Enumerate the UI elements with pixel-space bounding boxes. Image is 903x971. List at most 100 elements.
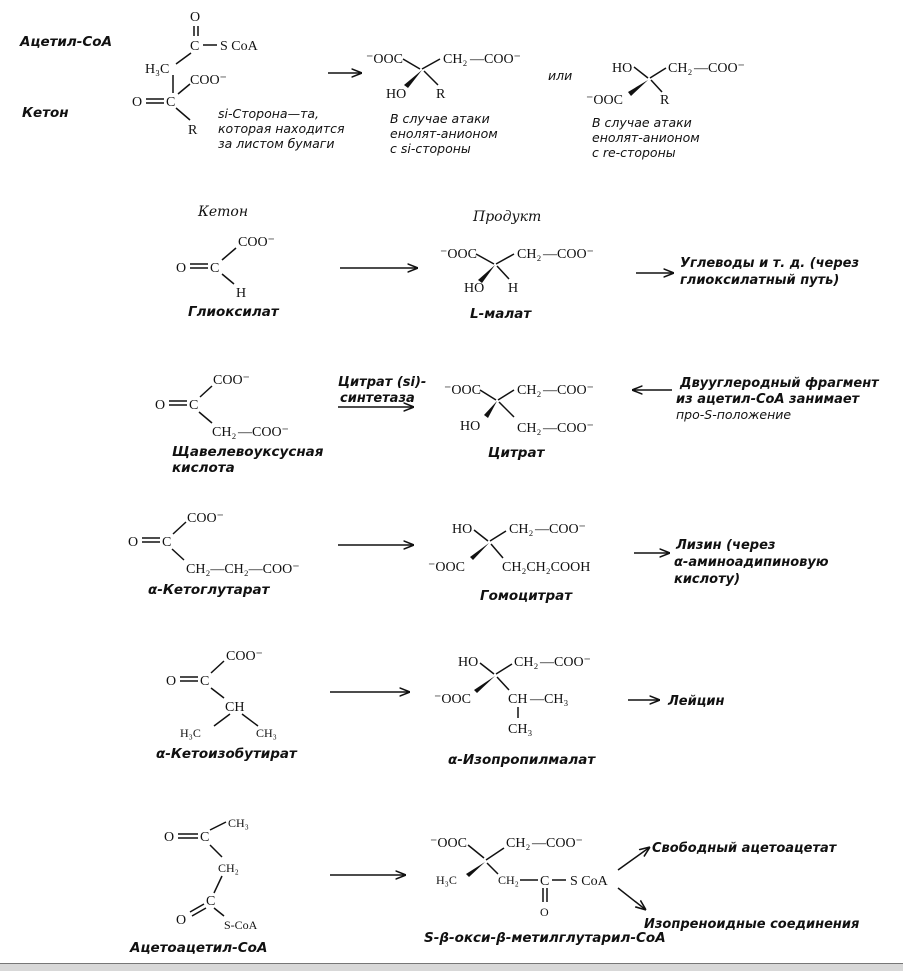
svg-text:HO: HO (452, 522, 472, 537)
alpha-ketoglutarate-structure: COO⁻ O C CH₂—CH₂—COO⁻ (128, 511, 300, 577)
acetyl-coa-label: Ацетил-CoA (19, 34, 112, 50)
citrate-name: Цитрат (488, 445, 546, 461)
svg-text:CH₂: CH₂ (509, 522, 533, 537)
svg-text:H: H (236, 286, 246, 301)
isoprenoid-outcome: Изопреноидные соединения (644, 917, 859, 932)
svg-text:—COO⁻: —COO⁻ (531, 836, 583, 851)
svg-text:CH₂: CH₂ (517, 421, 541, 436)
lysine-outcome: Лизин (через α-аминоадипиновую кислоту) (674, 538, 829, 587)
outcome-arrow-up (617, 847, 650, 871)
svg-text:H₃C: H₃C (436, 873, 457, 887)
svg-text:CH₂: CH₂ (443, 52, 467, 67)
alpha-ketoisobutyrate-structure: COO⁻ O C CH H₃C CH₃ (166, 649, 277, 740)
svg-text:Щавелевоуксусная: Щавелевоуксусная (172, 444, 324, 460)
alpha-isopropylmalate-structure: HO CH₂ —COO⁻ ⁻OOC CH —CH₃ CH₃ (434, 655, 591, 737)
svg-text:В случае атаки: В случае атаки (592, 115, 692, 130)
svg-text:⁻OOC: ⁻OOC (366, 52, 403, 67)
or-label: или (548, 68, 572, 83)
free-acetoacetate-outcome: Свободный ацетоацетат (652, 841, 838, 856)
svg-text:O: O (176, 913, 186, 928)
svg-text:CH₃: CH₃ (508, 722, 532, 737)
ketone-column-header: Кетон (197, 204, 248, 220)
svg-text:Двууглеродный фрагмент: Двууглеродный фрагмент (679, 376, 880, 391)
svg-text:HO: HO (460, 419, 480, 434)
re-attack-note: В случае атаки енолят-анионом с re-сторо… (592, 115, 700, 160)
svg-text:из ацетил-CoA занимает: из ацетил-CoA занимает (676, 392, 861, 407)
svg-text:—COO⁻: —COO⁻ (693, 61, 745, 76)
svg-text:S CoA: S CoA (570, 874, 609, 889)
svg-text:⁻OOC: ⁻OOC (434, 692, 471, 707)
row-ketoglutarate: COO⁻ O C CH₂—CH₂—COO⁻ α-Кетоглутарат HO … (128, 511, 829, 604)
svg-text:енолят-анионом: енолят-анионом (592, 130, 700, 145)
svg-text:CH: CH (225, 700, 244, 715)
two-carbon-fragment-note: Двууглеродный фрагмент из ацетил-CoA зан… (676, 376, 880, 422)
row-oxaloacetate: COO⁻ O C CH₂ —COO⁻ Щавелевоуксусная кисл… (155, 373, 880, 476)
svg-text:CH₂: CH₂ (218, 861, 239, 875)
product-column-header: Продукт (472, 209, 541, 225)
page-edge (0, 963, 903, 971)
svg-text:которая находится: которая находится (218, 121, 345, 136)
svg-text:—COO⁻: —COO⁻ (539, 655, 591, 670)
svg-text:C: C (206, 894, 215, 909)
outcome-arrow-down (617, 887, 646, 910)
svg-text:CH₃: CH₃ (228, 816, 249, 830)
svg-text:—COO⁻: —COO⁻ (542, 383, 594, 398)
si-attack-note: В случае атаки енолят-анионом с si-сторо… (390, 111, 498, 156)
homocitrate-name: Гомоцитрат (480, 588, 573, 604)
hmg-coa-structure: ⁻OOC CH₂ —COO⁻ H₃C CH₂ C S CoA O (430, 836, 609, 919)
svg-text:—COO⁻: —COO⁻ (237, 425, 289, 440)
citrate-structure: ⁻OOC CH₂ —COO⁻ HO CH₂ —COO⁻ (444, 383, 594, 436)
acetoacetyl-coa-structure: CH₃ O C CH₂ C O S-CoA (164, 816, 258, 932)
svg-text:O: O (190, 10, 200, 25)
svg-text:В случае атаки: В случае атаки (390, 111, 490, 126)
svg-text:—COO⁻: —COO⁻ (542, 247, 594, 262)
svg-text:O: O (540, 905, 549, 919)
glyoxylate-structure: COO⁻ O C H (176, 235, 275, 301)
svg-text:про-S-положение: про-S-положение (676, 407, 791, 422)
acetoacetyl-coa-name: Ацетоацетил-CoA (129, 940, 267, 956)
svg-text:C: C (166, 95, 175, 110)
svg-text:CH₂—CH₂—COO⁻: CH₂—CH₂—COO⁻ (186, 562, 300, 577)
si-attack-product: ⁻OOC CH₂ —COO⁻ HO R (366, 52, 521, 102)
svg-text:за листом бумаги: за листом бумаги (218, 136, 335, 151)
svg-text:⁻OOC: ⁻OOC (440, 247, 477, 262)
svg-text:COO⁻: COO⁻ (213, 373, 250, 388)
glyoxylate-name: Глиоксилат (188, 304, 280, 320)
hmg-coa-name: S-β-окси-β-метилглутарил-CoA (424, 930, 666, 946)
svg-text:CH₂: CH₂ (212, 425, 236, 440)
svg-text:синтетаза: синтетаза (340, 391, 415, 406)
alpha-ketoisobutyrate-name: α-Кетоизобутират (156, 746, 298, 762)
svg-text:R: R (660, 93, 670, 108)
citrate-synthase-label: Цитрат (si)- синтетаза (338, 375, 426, 406)
svg-text:енолят-анионом: енолят-анионом (390, 126, 498, 141)
svg-text:с re-стороны: с re-стороны (592, 145, 676, 160)
acetyl-coa-ketone-structure: O C S CoA H₃C COO⁻ O C R (132, 10, 259, 138)
l-malate-name: L-малат (470, 306, 532, 322)
homocitrate-structure: HO CH₂ —COO⁻ ⁻OOC CH₂CH₂COOH (428, 522, 590, 575)
svg-text:CH₂: CH₂ (668, 61, 692, 76)
svg-text:C: C (210, 261, 219, 276)
svg-text:CH₂: CH₂ (498, 873, 519, 887)
svg-text:C: C (200, 830, 209, 845)
r-group: R (188, 123, 198, 138)
svg-text:O: O (128, 535, 138, 550)
l-malate-structure: ⁻OOC CH₂ —COO⁻ HO H (440, 247, 594, 296)
svg-text:CH₂: CH₂ (514, 655, 538, 670)
svg-text:⁻OOC: ⁻OOC (430, 836, 467, 851)
svg-text:CH: CH (508, 692, 527, 707)
carbohydrates-outcome: Углеводы и т. д. (через глиоксилатный пу… (680, 256, 859, 288)
svg-text:CH₂: CH₂ (517, 247, 541, 262)
svg-text:HO: HO (612, 61, 632, 76)
svg-text:—CH₃: —CH₃ (529, 692, 568, 707)
svg-text:α-аминоадипиновую: α-аминоадипиновую (674, 555, 829, 570)
oxaloacetate-structure: COO⁻ O C CH₂ —COO⁻ (155, 373, 289, 440)
svg-text:O: O (164, 830, 174, 845)
svg-text:C: C (190, 39, 199, 54)
svg-text:O: O (132, 95, 142, 110)
oxaloacetate-name: Щавелевоуксусная кислота (172, 444, 324, 476)
svg-text:R: R (436, 87, 446, 102)
svg-text:с si-стороны: с si-стороны (390, 141, 471, 156)
svg-text:C: C (189, 398, 198, 413)
svg-text:S-CoA: S-CoA (224, 918, 258, 932)
